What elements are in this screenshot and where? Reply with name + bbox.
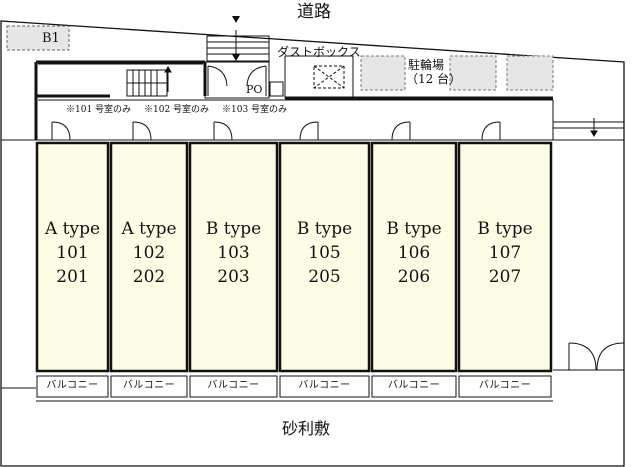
unit-label: B type 105 205 [280,217,369,289]
unit-label: A type 101 201 [37,217,108,289]
corridor-door-icon [51,121,71,141]
unit-number-upper: 206 [397,267,431,288]
door-note: ※103 号室のみ [222,105,288,115]
unit-number-upper: 203 [217,267,250,288]
unit-block [188,141,279,373]
unit-blocks [35,141,553,373]
balcony-blocks [36,375,552,398]
balcony-label: バルコニー [478,380,532,391]
entrance-arrow-icon [232,16,240,23]
corridor-door-icon [132,121,152,141]
unit-block [109,141,189,373]
unit-number-lower: 106 [397,243,431,264]
balcony-label: バルコニー [46,380,99,391]
unit-number-upper: 202 [132,267,166,288]
entrance-steps [206,30,270,62]
bicycle-parking-area [360,55,554,91]
dust-box-label: ダストボックス [277,45,361,59]
balcony-block [371,375,457,398]
unit-number-lower: 105 [308,243,341,264]
balcony-label: バルコニー [387,380,441,391]
corridor-door-icon [213,121,233,141]
b1-box [6,25,70,51]
balcony-block [36,375,109,398]
bicycle-parking-label: 駐輪場 [408,58,445,72]
corridor-door-icon [391,121,411,141]
door-note: ※101 号室のみ [66,105,132,115]
unit-number-lower: 103 [217,243,250,264]
unit-number-lower: 102 [132,243,166,264]
unit-type: B type [296,219,353,239]
door-note: ※102 号室のみ [144,105,210,115]
corridor-lines [36,63,554,141]
unit-number-lower: 101 [56,243,89,264]
b1-label: B1 [42,31,60,46]
gravel-label: 砂利敷 [282,419,331,438]
unit-type: B type [205,219,262,239]
unit-type: B type [477,219,533,239]
balcony-label: バルコニー [122,380,176,391]
balcony-block [189,375,278,398]
gate-door-icon [568,342,625,371]
unit-number-upper: 205 [308,267,341,288]
corridor-door-icon [299,121,319,141]
balcony-block [110,375,188,398]
site-boundary [0,20,625,467]
unit-label: A type 102 202 [111,217,187,289]
entrance-hall [204,61,270,99]
unit-type: A type [44,219,101,239]
staircase [126,66,172,97]
unit-type: B type [386,219,442,239]
po-box [269,81,284,97]
side-walkway [553,118,624,137]
unit-block [457,141,553,373]
balcony-block [279,375,370,398]
unit-number-upper: 207 [488,267,522,288]
dust-box [284,55,354,99]
unit-block [370,141,458,373]
po-label: PO [246,83,263,96]
unit-block [35,141,110,373]
balcony-label: バルコニー [207,380,260,391]
balcony-label: バルコニー [298,380,351,391]
unit-label: B type 107 207 [459,217,551,289]
bicycle-parking-capacity: （12 台） [406,72,462,86]
unit-label: B type 106 206 [372,217,456,289]
balcony-block [458,375,552,398]
unit-number-upper: 201 [56,267,89,288]
unit-block [278,141,371,373]
unit-number-lower: 107 [488,243,522,264]
road-label: 道路 [297,2,331,22]
corridor-door-icon [481,121,501,141]
unit-type: A type [121,219,177,239]
unit-label: B type 103 203 [190,217,277,289]
